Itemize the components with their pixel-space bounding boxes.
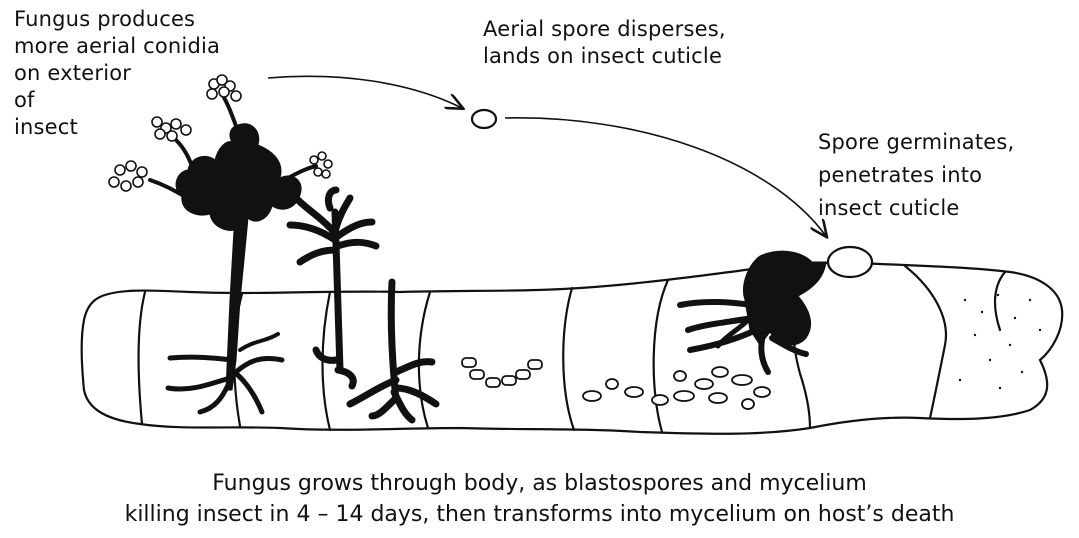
cuticle-stipple	[959, 294, 1041, 389]
landing-arrow	[505, 118, 826, 236]
caption-line: killing insect in 4 – 14 days, then tran…	[0, 499, 1079, 530]
label-line: Fungus produces	[14, 6, 220, 33]
label-line: penetrates into	[818, 159, 1014, 192]
label-line: more aerial conidia	[14, 33, 220, 60]
label-spore-germination: Spore germinates, penetrates into insect…	[818, 126, 1014, 225]
label-line: lands on insect cuticle	[483, 43, 726, 70]
label-line: on exterior	[14, 60, 220, 87]
germinating-hyphal-mass	[680, 251, 826, 372]
label-line: Spore germinates,	[818, 126, 1014, 159]
label-line: of	[14, 87, 220, 114]
label-line: insect	[14, 114, 220, 141]
landed-spore	[828, 247, 872, 277]
label-line: insect cuticle	[818, 192, 1014, 225]
label-spore-dispersal: Aerial spore disperses, lands on insect …	[483, 16, 726, 70]
diagram-caption: Fungus grows through body, as blastospor…	[0, 468, 1079, 530]
blastospores	[462, 358, 770, 409]
mycelium-branches	[290, 190, 436, 420]
label-aerial-conidia: Fungus produces more aerial conidia on e…	[14, 6, 220, 141]
caption-line: Fungus grows through body, as blastospor…	[0, 468, 1079, 499]
label-line: Aerial spore disperses,	[483, 16, 726, 43]
dispersing-spore	[472, 110, 496, 128]
conidiophore-cluster	[150, 94, 316, 412]
dispersal-arrow	[268, 76, 462, 108]
